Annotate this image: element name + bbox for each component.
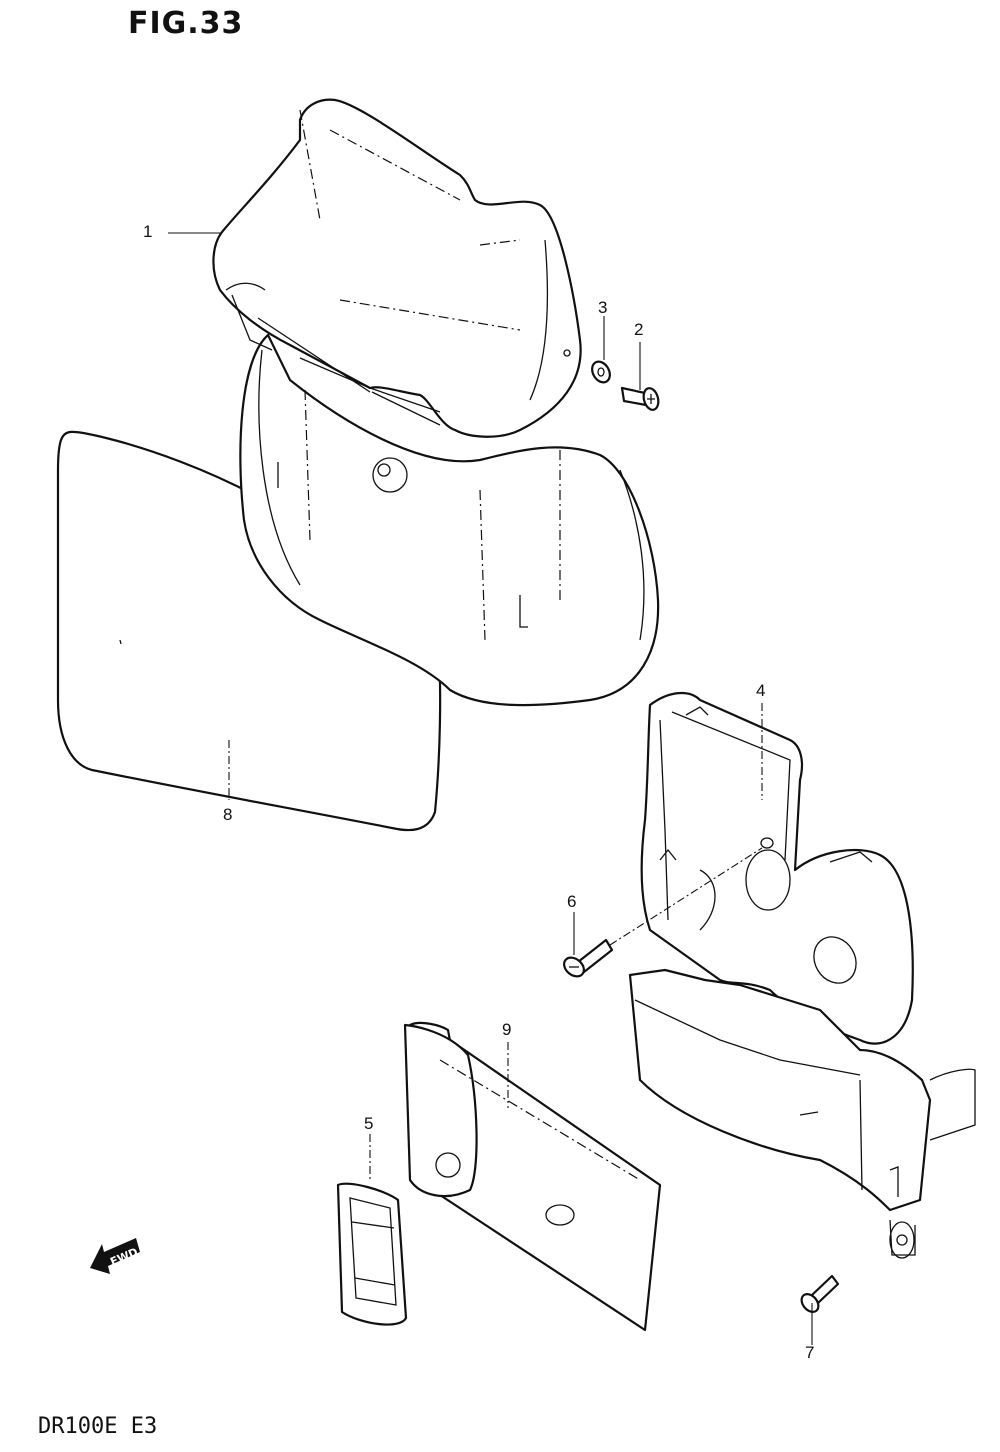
leader-6-axis — [609, 847, 763, 946]
callout-3: 3 — [598, 298, 608, 317]
part-7-screw — [800, 1274, 840, 1313]
part-4-bracket — [628, 692, 976, 1259]
forward-arrow-icon: FWD — [90, 1238, 140, 1274]
callout-1: 1 — [143, 222, 153, 241]
part-3-washer — [591, 360, 611, 384]
callout-5: 5 — [364, 1114, 374, 1133]
model-code: DR100E E3 — [38, 1414, 158, 1439]
part-1-headlight-housing — [212, 98, 660, 707]
figure-title: FIG.33 — [128, 6, 244, 41]
part-9-plate — [403, 1021, 662, 1332]
callout-8: 8 — [223, 805, 233, 824]
callout-6: 6 — [567, 892, 577, 911]
part-5-strap — [336, 1182, 408, 1326]
part-2-screw — [620, 386, 660, 411]
part-6-screw — [563, 938, 614, 978]
callout-2: 2 — [634, 320, 644, 339]
callout-9: 9 — [502, 1020, 512, 1039]
callout-4: 4 — [756, 681, 766, 700]
callout-7: 7 — [805, 1343, 815, 1362]
